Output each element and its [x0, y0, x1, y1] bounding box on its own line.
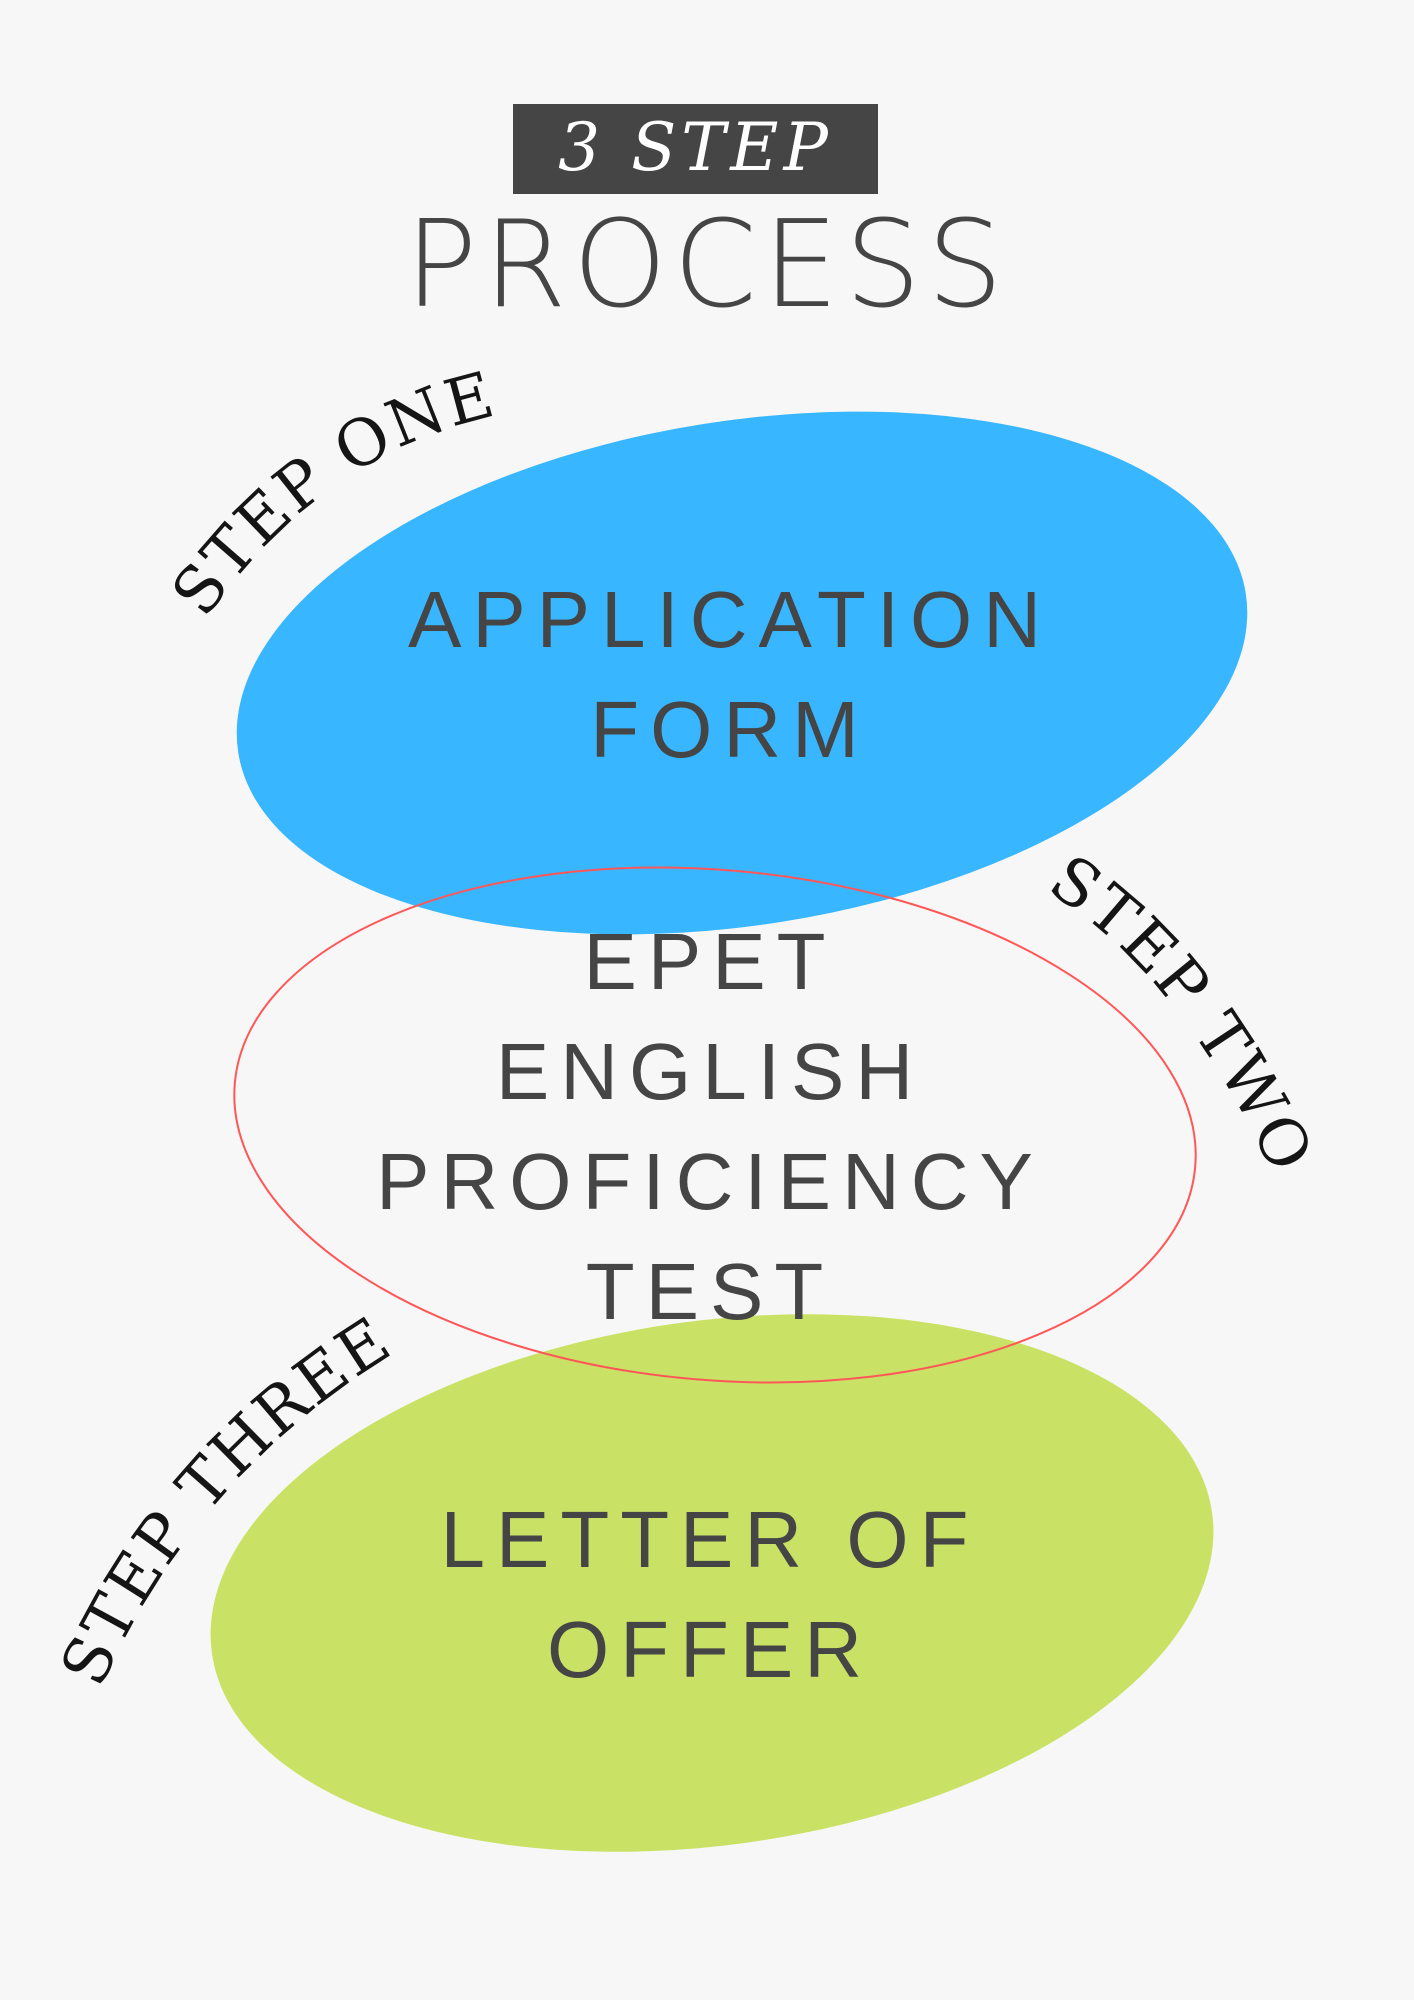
step-two-line-1: EPET	[583, 917, 837, 1006]
step-two-line-3: PROFICIENCY	[376, 1137, 1044, 1226]
step-two-line-4: TEST	[585, 1247, 835, 1336]
page-title: PROCESS	[404, 196, 1010, 335]
title-badge: 3 STEP	[513, 104, 878, 194]
step-three-line-1: LETTER OF	[440, 1495, 980, 1584]
step-three-text: LETTER OF OFFER	[310, 1485, 1110, 1705]
step-one-line-2: FORM	[590, 685, 870, 774]
step-two-ring	[233, 866, 1197, 1384]
step-three-blob	[210, 1314, 1214, 1852]
step-two-line-2: ENGLISH	[495, 1027, 925, 1116]
step-one-blob	[236, 411, 1248, 935]
badge-text: 3 STEP	[558, 109, 833, 186]
step-two-text: EPET ENGLISH PROFICIENCY TEST	[310, 907, 1110, 1347]
step-one-text: APPLICATION FORM	[330, 565, 1130, 785]
step-three-line-2: OFFER	[546, 1605, 874, 1694]
step-one-line-1: APPLICATION	[407, 575, 1053, 664]
